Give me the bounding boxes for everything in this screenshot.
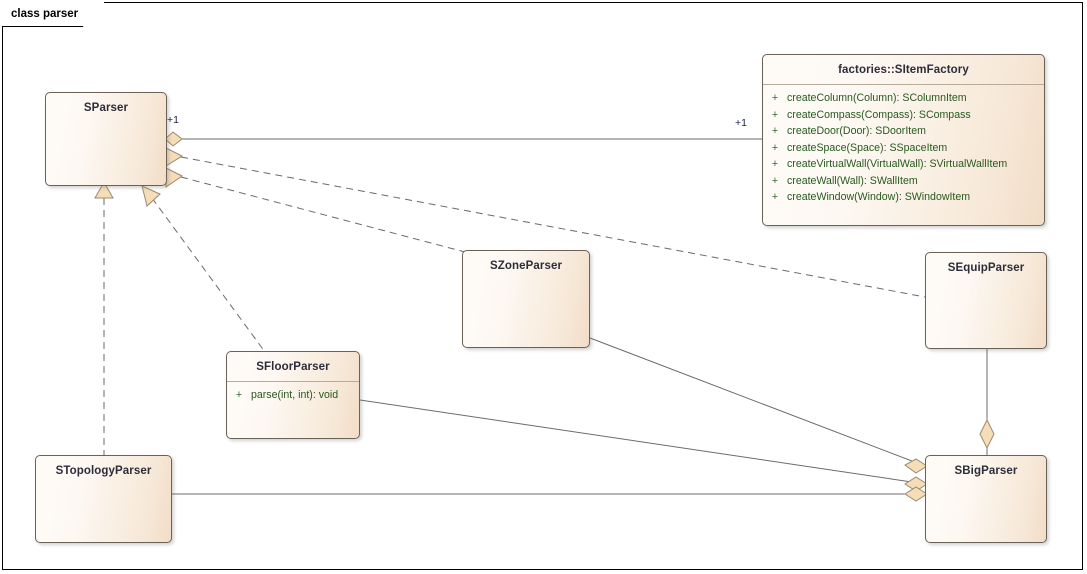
- visibility-marker: +: [771, 125, 779, 137]
- class-name-sbigparser: SBigParser: [954, 465, 1018, 477]
- operation-signature: createColumn(Column): SColumnItem: [787, 92, 967, 104]
- class-box-sfloorparser[interactable]: SFloorParser + parse(int, int): void: [226, 351, 360, 439]
- class-name-sfloorparser: SFloorParser: [227, 352, 359, 382]
- operation-signature: createWall(Wall): SWallItem: [787, 174, 918, 187]
- operations-sfloorparser: + parse(int, int): void: [227, 382, 359, 410]
- visibility-marker: +: [771, 141, 779, 154]
- operation-signature: createWindow(Window): SWindowItem: [787, 191, 971, 203]
- class-box-szoneparser[interactable]: SZoneParser: [462, 250, 590, 348]
- operation-row: + createWindow(Window): SWindowItem: [763, 189, 1044, 206]
- class-name-sitemfactory: factories::SItemFactory: [763, 55, 1044, 85]
- operation-signature: createSpace(Space): SSpaceItem: [787, 141, 948, 154]
- class-box-sparser[interactable]: SParser: [45, 92, 167, 186]
- class-box-stopologyparser[interactable]: STopologyParser: [35, 455, 172, 543]
- operation-row: + createColumn(Column): SColumnItem: [763, 90, 1044, 107]
- operation-row: + createWall(Wall): SWallItem: [763, 173, 1044, 190]
- operation-row: + createCompass(Compass): SCompass: [763, 107, 1044, 124]
- operations-sitemfactory: + createColumn(Column): SColumnItem + cr…: [763, 85, 1044, 212]
- operation-row: + createDoor(Door): SDoorItem: [763, 123, 1044, 140]
- operation-signature: parse(int, int): void: [251, 389, 339, 401]
- class-name-stopologyparser: STopologyParser: [55, 465, 152, 477]
- class-box-sitemfactory[interactable]: factories::SItemFactory + createColumn(C…: [762, 54, 1045, 226]
- operation-row: + createVirtualWall(VirtualWall): SVirtu…: [763, 156, 1044, 173]
- visibility-marker: +: [771, 174, 779, 187]
- visibility-marker: +: [771, 108, 779, 121]
- multiplicity-label-target: +1: [735, 117, 747, 129]
- class-name-szoneparser: SZoneParser: [489, 260, 563, 272]
- class-box-sbigparser[interactable]: SBigParser: [925, 455, 1047, 543]
- multiplicity-label-source: +1: [167, 114, 179, 126]
- operation-row: + createSpace(Space): SSpaceItem: [763, 140, 1044, 157]
- visibility-marker: +: [235, 389, 243, 401]
- operation-signature: createDoor(Door): SDoorItem: [787, 125, 926, 137]
- class-name-sparser: SParser: [83, 102, 129, 114]
- visibility-marker: +: [771, 158, 779, 170]
- visibility-marker: +: [771, 191, 779, 203]
- visibility-marker: +: [771, 92, 779, 104]
- operation-row: + parse(int, int): void: [227, 387, 359, 404]
- frame-label: class parser: [2, 2, 105, 26]
- operation-signature: createVirtualWall(VirtualWall): SVirtual…: [787, 158, 1008, 170]
- class-name-sequipparser: SEquipParser: [947, 262, 1025, 274]
- class-box-sequipparser[interactable]: SEquipParser: [925, 252, 1047, 349]
- operation-signature: createCompass(Compass): SCompass: [787, 108, 971, 121]
